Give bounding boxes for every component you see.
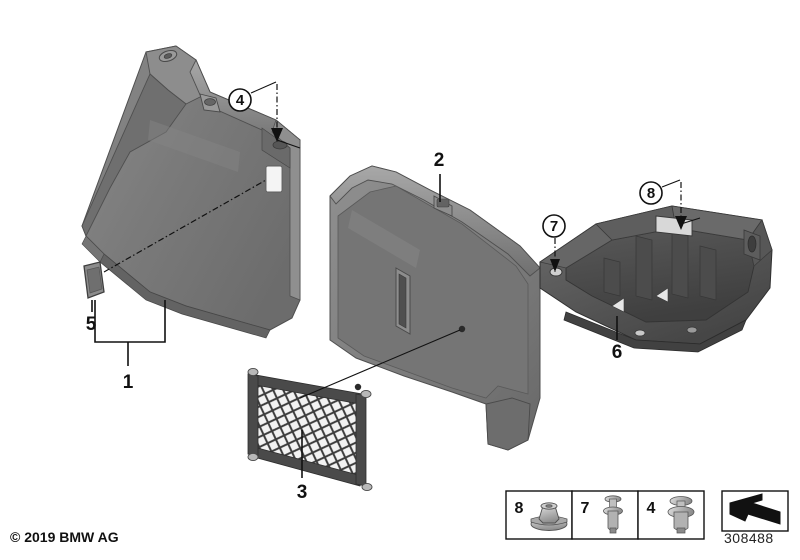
callout-4-label: 4 [236, 92, 245, 109]
callout-4-ref [276, 139, 301, 149]
net-attachment-point [458, 325, 466, 333]
legend-number-7: 7 [581, 500, 590, 517]
callout-3-label: 3 [297, 482, 308, 503]
callout-8-tick [661, 179, 681, 188]
view-direction-arrow-icon [729, 493, 781, 525]
legend-item-hex-flange-nut: 8 [505, 490, 573, 540]
callout-5: 5 [86, 300, 97, 335]
diagram-id: 308488 [724, 530, 774, 546]
callout-8-arrow [675, 216, 687, 230]
legend-item-expanding-rivet-small: 7 [571, 490, 639, 540]
callout-1-label: 1 [123, 372, 134, 393]
part-right-trim-panel [329, 165, 541, 451]
callout-8-ref [680, 217, 701, 225]
part-left-trim-panel [81, 45, 301, 339]
legend-number-8: 8 [515, 500, 524, 517]
callout-4-tick [250, 81, 277, 94]
cover-cap-aperture [265, 165, 283, 193]
callout-7-circle [542, 214, 566, 238]
stud-boss [655, 215, 693, 237]
legend-number-4: 4 [647, 500, 656, 517]
callout-2: 2 [434, 150, 445, 202]
callout-6-label: 6 [612, 342, 623, 363]
net-attachment-point-2 [354, 383, 362, 391]
callout-5-label: 5 [86, 314, 97, 335]
callout-circle-7: 7 [542, 214, 566, 272]
part-cover-cap [83, 261, 105, 299]
callout-circle-8: 8 [639, 179, 701, 230]
copyright-notice: © 2019 BMW AG [10, 529, 119, 545]
callout-3: 3 [297, 430, 308, 503]
callout-6: 6 [612, 316, 623, 363]
legend-box-1 [505, 490, 573, 540]
callout-4-arrow [271, 128, 283, 142]
callout-circle-4: 4 [228, 81, 301, 149]
legend-item-expanding-rivet-large: 4 [637, 490, 705, 540]
leader-net-to-panel [299, 329, 461, 399]
callout-4-circle [228, 88, 252, 112]
callout-1: 1 [94, 300, 166, 393]
callout-7-label: 7 [550, 218, 558, 235]
part-storage-tray [539, 205, 773, 353]
part-cargo-net [247, 367, 373, 492]
expanding-rivet-small-icon [603, 495, 623, 534]
callout-1-bracket [94, 300, 166, 343]
callout-8-circle [639, 181, 663, 205]
callout-8-label: 8 [647, 185, 655, 202]
callout-2-label: 2 [434, 150, 445, 171]
legend-item-view-direction [721, 490, 789, 532]
leader-cover-cap [103, 179, 267, 273]
expanding-rivet-large-icon [667, 496, 695, 534]
hex-flange-nut-icon [530, 502, 568, 531]
callout-7-arrow [550, 259, 560, 272]
